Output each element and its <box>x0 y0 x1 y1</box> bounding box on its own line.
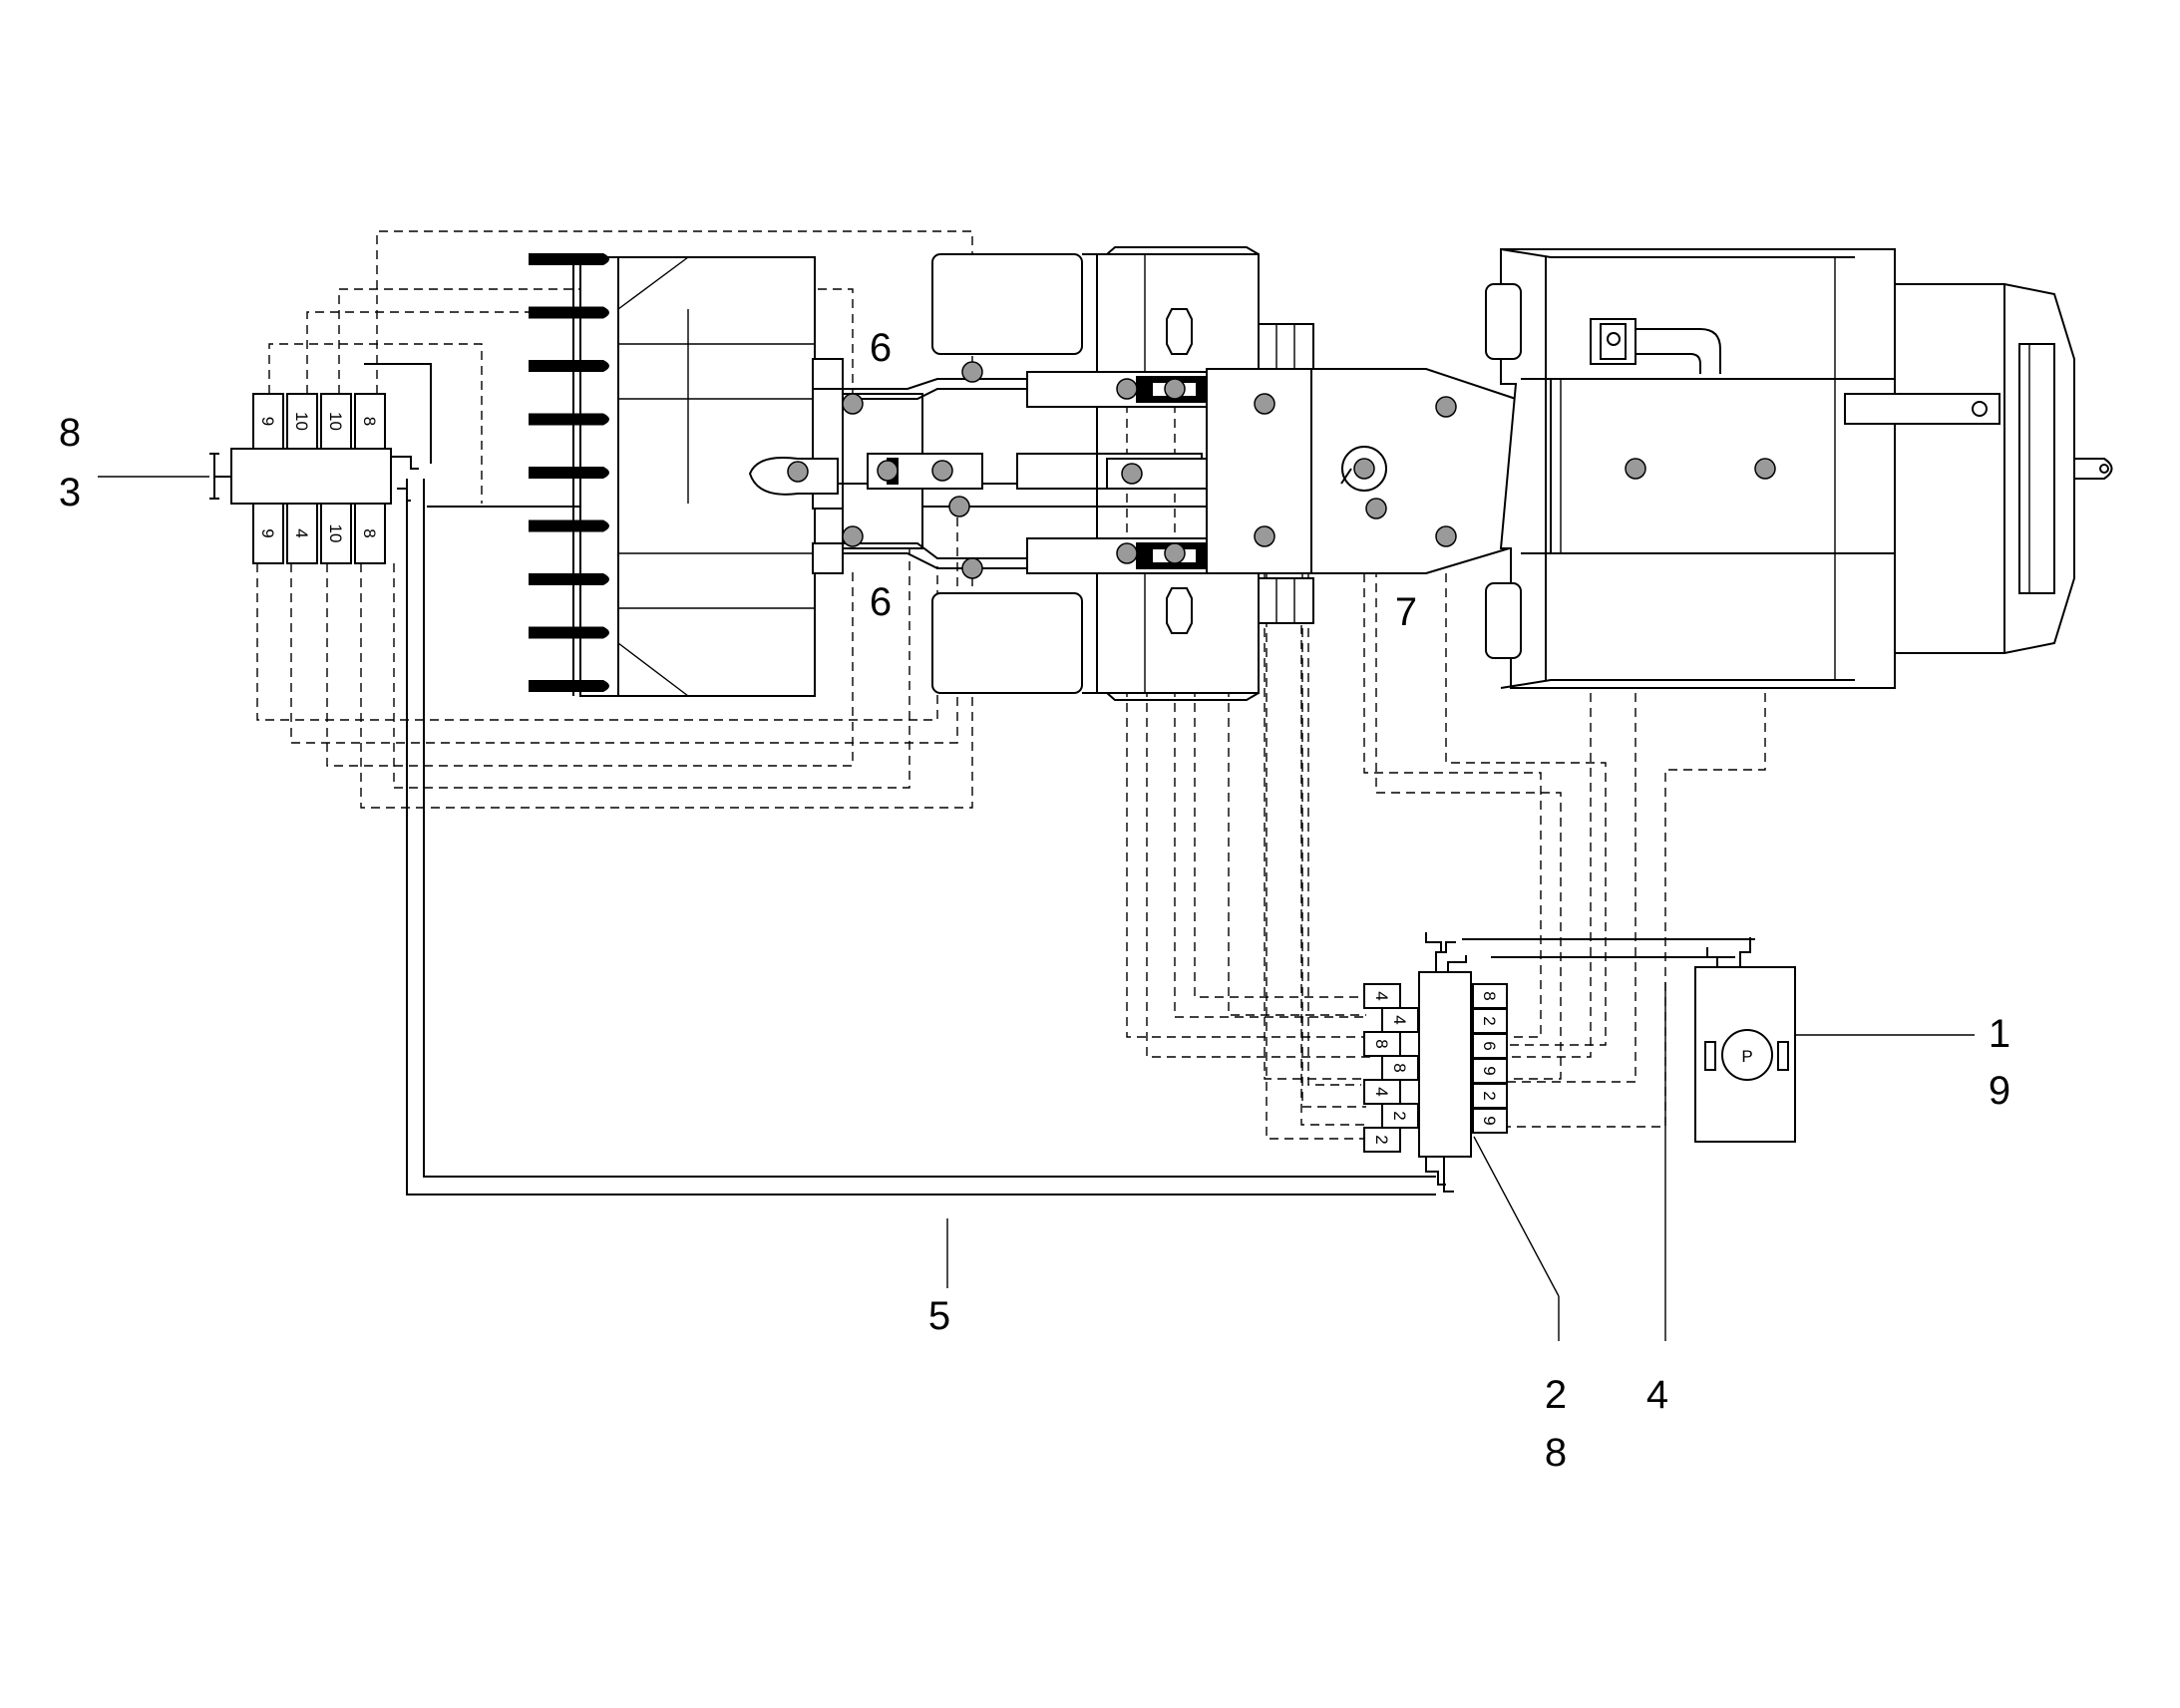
front-valve-port: 10 <box>320 393 352 450</box>
main-valve-port: 9 <box>1472 1058 1508 1084</box>
callout-6-upper: 6 <box>870 326 892 370</box>
front-valve-port-label: 10 <box>326 412 345 431</box>
main-valve-port: 4 <box>1381 1007 1419 1033</box>
callout-2: 2 <box>1545 1373 1567 1417</box>
front-valve-bottom-ports: 9 4 10 8 <box>252 503 386 564</box>
main-valve-port: 8 <box>1363 1031 1401 1057</box>
main-valve-port: 8 <box>1472 983 1508 1009</box>
bucket-tine <box>529 306 609 319</box>
bucket-tine <box>529 626 609 639</box>
front-valve-port: 4 <box>286 503 318 564</box>
front-valve-port: 9 <box>252 503 284 564</box>
main-valve-port-label: 9 <box>1480 1066 1499 1075</box>
main-valve-port: 6 <box>1472 1033 1508 1059</box>
front-valve-port-label: 10 <box>292 412 311 431</box>
pump-label: P <box>1741 1047 1752 1066</box>
articulation-frame <box>1206 368 1517 574</box>
main-valve-port: 4 <box>1363 1079 1401 1105</box>
callouts: 8 3 6 6 7 1 9 5 2 8 4 <box>59 326 2010 1475</box>
front-valve: 9 10 10 8 9 4 10 8 <box>209 393 419 564</box>
main-valve-port-label: 4 <box>1390 1015 1409 1024</box>
callout-7: 7 <box>1395 590 1417 634</box>
bucket-tine <box>529 253 609 265</box>
front-valve-port: 9 <box>252 393 284 450</box>
front-side-tanks <box>931 253 1098 694</box>
bucket-tine <box>529 680 609 692</box>
callout-4: 4 <box>1646 1373 1668 1417</box>
bucket-tine <box>529 467 609 479</box>
main-valve-port-label: 2 <box>1480 1016 1499 1025</box>
main-valve-port: 4 <box>1363 983 1401 1009</box>
pump: P <box>1694 937 1796 1143</box>
rear-engine-body <box>1485 248 2113 689</box>
front-valve-port-label: 10 <box>326 524 345 543</box>
main-valve-right-ports: 8 2 6 9 2 9 <box>1472 983 1508 1134</box>
pump-symbol-icon <box>1721 1029 1773 1081</box>
main-valve-port: 2 <box>1472 1008 1508 1034</box>
callout-3: 3 <box>59 471 81 514</box>
bucket-tine <box>529 413 609 426</box>
front-valve-port-label: 8 <box>360 417 379 426</box>
main-valve-port-label: 2 <box>1390 1111 1409 1120</box>
front-valve-port: 8 <box>354 503 386 564</box>
bucket-tine <box>529 360 609 372</box>
main-valve-port-label: 6 <box>1480 1041 1499 1050</box>
callout-5: 5 <box>928 1294 950 1338</box>
front-valve-port-label: 4 <box>292 528 311 537</box>
main-valve-port-label: 2 <box>1480 1091 1499 1100</box>
main-valve-port-label: 9 <box>1480 1116 1499 1125</box>
callout-8-top: 8 <box>59 411 81 455</box>
front-valve-port: 8 <box>354 393 386 450</box>
main-valve-port-label: 8 <box>1390 1063 1409 1072</box>
callout-6-lower: 6 <box>870 580 892 624</box>
callout-1: 1 <box>1989 1012 2010 1056</box>
bucket-tines <box>529 253 609 696</box>
main-valve-port-label: 2 <box>1372 1135 1391 1144</box>
front-valve-port-label: 9 <box>258 417 277 426</box>
front-valve-port: 10 <box>320 503 352 564</box>
main-valve: 4 4 8 8 4 2 2 8 2 6 9 2 9 <box>1363 932 1508 1193</box>
leader-lines <box>98 476 1975 1341</box>
bucket-tine <box>529 573 609 585</box>
callout-8-bottom: 8 <box>1545 1431 1567 1475</box>
grease-points <box>787 361 1776 579</box>
main-valve-port-label: 8 <box>1480 991 1499 1000</box>
main-valve-port: 2 <box>1472 1083 1508 1109</box>
front-valve-top-ports: 9 10 10 8 <box>252 393 386 450</box>
front-valve-port-label: 8 <box>360 528 379 537</box>
front-valve-port-label: 9 <box>258 528 277 537</box>
callout-9: 9 <box>1989 1069 2010 1113</box>
main-valve-port: 2 <box>1363 1127 1401 1153</box>
main-valve-port-label: 4 <box>1372 1087 1391 1096</box>
main-valve-port-label: 8 <box>1372 1039 1391 1048</box>
main-valve-port: 2 <box>1381 1103 1419 1129</box>
main-valve-port-label: 4 <box>1372 991 1391 1000</box>
main-valve-port: 9 <box>1472 1108 1508 1134</box>
main-valve-left-ports: 4 4 8 8 4 2 2 <box>1363 983 1419 1153</box>
main-valve-port: 8 <box>1381 1055 1419 1081</box>
bucket-tine <box>529 519 609 532</box>
front-valve-port: 10 <box>286 393 318 450</box>
